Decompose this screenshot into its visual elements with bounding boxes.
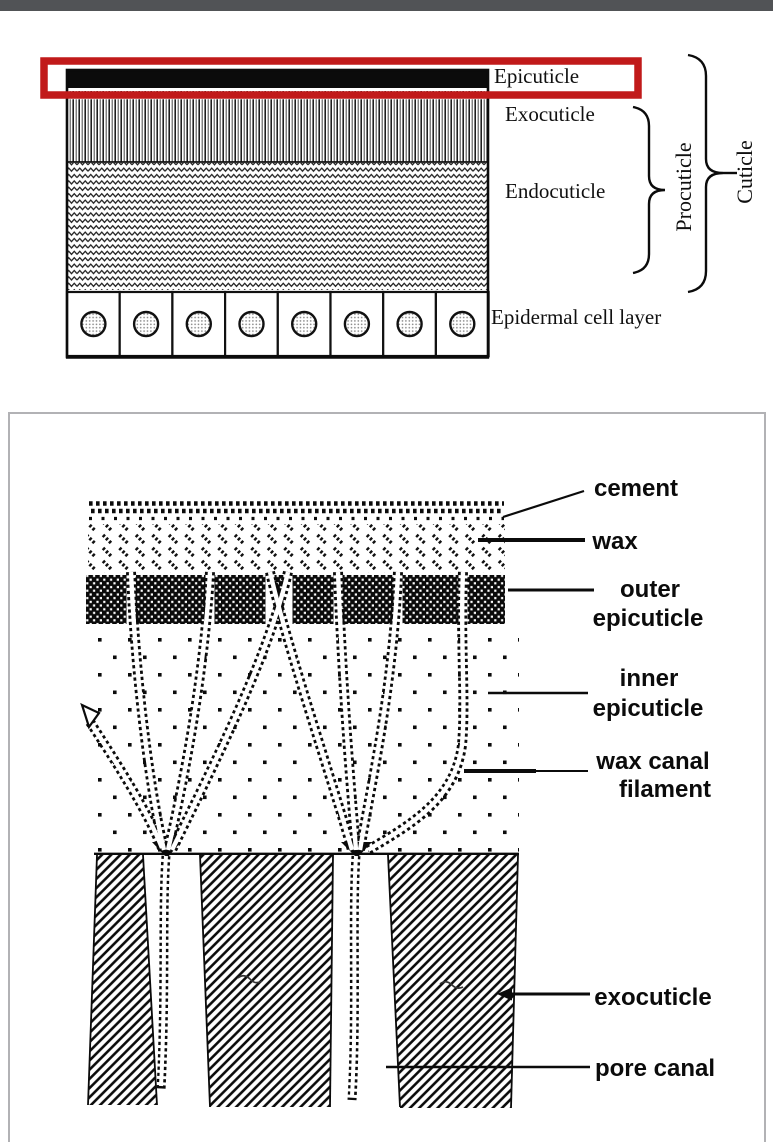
fig1-label-cuticle: Cuticle bbox=[732, 140, 757, 204]
cell-nucleus bbox=[396, 310, 423, 338]
fig1-label-exocuticle: Exocuticle bbox=[505, 102, 595, 126]
broken-filament-tip bbox=[80, 702, 101, 730]
epidermal-cell bbox=[329, 290, 385, 358]
figure1-cuticle-layers: Epicuticle Exocuticle Endocuticle Epider… bbox=[40, 53, 757, 359]
epidermal-cell bbox=[382, 290, 438, 358]
fig1-epidermal-cell-row bbox=[65, 290, 490, 358]
cell-nucleus bbox=[238, 310, 265, 338]
cement-leader bbox=[502, 489, 585, 519]
cell-nucleus bbox=[132, 310, 160, 338]
epidermal-cell bbox=[434, 290, 490, 358]
epidermal-cell bbox=[224, 290, 279, 358]
cell-nucleus bbox=[80, 310, 107, 338]
fig2-exocuticle-blocks bbox=[87, 854, 519, 1109]
epidermal-cell bbox=[276, 290, 332, 358]
fig2-wax-canal-filaments bbox=[80, 570, 469, 1101]
cell-nucleus bbox=[449, 310, 476, 338]
fig1-label-procuticle: Procuticle bbox=[671, 142, 696, 231]
fig2-label-exocuticle: exocuticle bbox=[594, 984, 711, 1011]
hatch-mark bbox=[439, 980, 464, 989]
fig1-epicuticle-layer bbox=[67, 70, 488, 88]
fig2-cement-layer bbox=[89, 501, 504, 521]
fig2-label-wax-canal-line1: wax canal bbox=[595, 748, 709, 775]
fig2-label-outer-epicuticle-line2: epicuticle bbox=[593, 605, 704, 632]
fig2-outer-epicuticle-band bbox=[86, 575, 505, 624]
epicuticle-highlight-box bbox=[40, 57, 642, 99]
cell-nucleus bbox=[343, 310, 371, 338]
fig2-frame bbox=[8, 412, 766, 1142]
fig2-wax-layer bbox=[88, 524, 505, 573]
fig1-label-epicuticle: Epicuticle bbox=[494, 64, 579, 88]
fig1-endocuticle-layer bbox=[68, 163, 488, 290]
figure2-epicuticle-detail: cement wax outer epicuticle inner epicut… bbox=[8, 412, 766, 1142]
cell-nucleus bbox=[291, 310, 318, 338]
fig2-label-inner-epicuticle-line1: inner bbox=[620, 665, 679, 692]
top-window-bar bbox=[0, 0, 773, 11]
fig2-label-wax: wax bbox=[591, 528, 638, 555]
cell-nucleus bbox=[185, 310, 213, 338]
epidermal-cell bbox=[118, 290, 174, 358]
fig2-label-pore-canal: pore canal bbox=[595, 1055, 715, 1082]
fig2-label-outer-epicuticle-line1: outer bbox=[620, 576, 680, 603]
fig2-label-cement: cement bbox=[594, 475, 678, 502]
epidermal-cell bbox=[171, 290, 227, 358]
epidermal-cell bbox=[65, 290, 121, 358]
exocuticle-leader-arrowhead bbox=[497, 987, 512, 1001]
fig1-label-epidermal: Epidermal cell layer bbox=[491, 305, 661, 329]
fig1-exocuticle-layer bbox=[68, 91, 488, 162]
hatch-mark bbox=[237, 974, 263, 984]
fig2-leader-lines bbox=[386, 489, 594, 1069]
procuticle-brace bbox=[632, 105, 666, 275]
fig2-inner-epicuticle-field bbox=[87, 627, 519, 853]
fig2-label-inner-epicuticle-line2: epicuticle bbox=[593, 695, 704, 722]
fig2-label-wax-canal-line2: filament bbox=[619, 776, 711, 803]
fig1-label-endocuticle: Endocuticle bbox=[505, 179, 605, 203]
